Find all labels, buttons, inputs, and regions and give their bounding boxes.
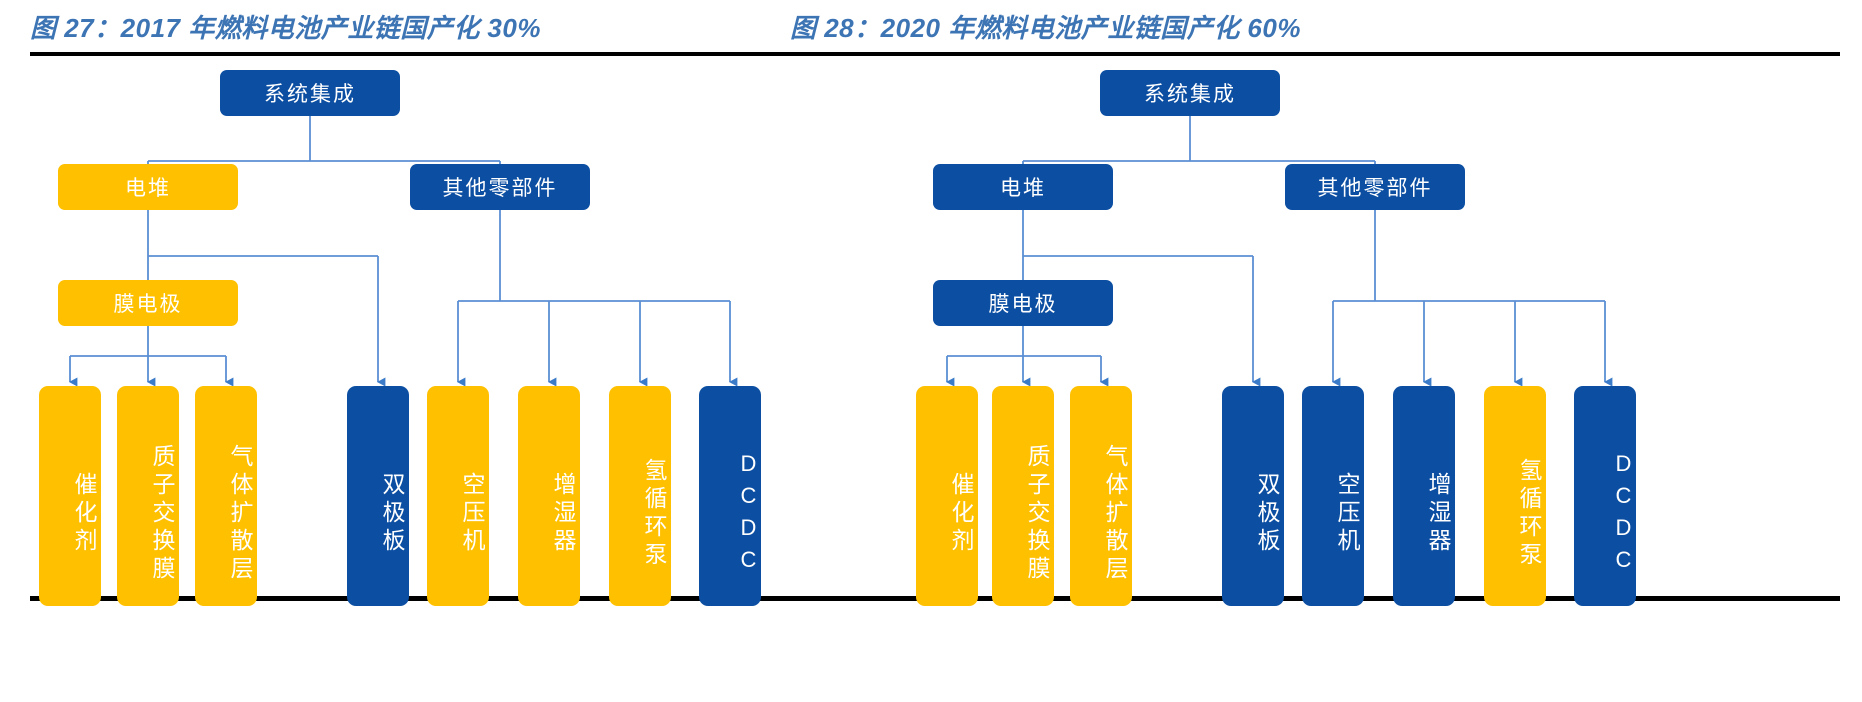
- leaf-hydrogen-circulation-pump[interactable]: 氢循环泵: [609, 386, 671, 606]
- leaf-air-compressor[interactable]: 空压机: [427, 386, 489, 606]
- node-system-integration[interactable]: 系统集成: [220, 70, 400, 116]
- leaf-bipolar-plate[interactable]: 双极板: [347, 386, 409, 606]
- figure-title-left: 图 27：2017 年燃料电池产业链国产化 30%: [30, 13, 541, 43]
- figure-title-right: 图 28：2020 年燃料电池产业链国产化 60%: [790, 13, 1301, 43]
- leaf-air-compressor[interactable]: 空压机: [1302, 386, 1364, 606]
- node-stack[interactable]: 电堆: [58, 164, 238, 210]
- flowchart-fig-27: 系统集成 电堆 其他零部件 膜电极 催化剂 质子交换膜 气体扩散层 双极板 空压…: [30, 56, 935, 606]
- leaf-proton-exchange-membrane[interactable]: 质子交换膜: [117, 386, 179, 606]
- leaf-humidifier[interactable]: 增湿器: [518, 386, 580, 606]
- leaf-hydrogen-circulation-pump[interactable]: 氢循环泵: [1484, 386, 1546, 606]
- leaf-bipolar-plate[interactable]: 双极板: [1222, 386, 1284, 606]
- leaf-humidifier[interactable]: 增湿器: [1393, 386, 1455, 606]
- node-system-integration[interactable]: 系统集成: [1100, 70, 1280, 116]
- leaf-proton-exchange-membrane[interactable]: 质子交换膜: [992, 386, 1054, 606]
- leaf-gas-diffusion-layer[interactable]: 气体扩散层: [195, 386, 257, 606]
- top-divider-rule: [30, 52, 1840, 56]
- flowchart-fig-28: 系统集成 电堆 其他零部件 膜电极 催化剂 质子交换膜 气体扩散层 双极板 空压…: [916, 56, 1840, 606]
- node-stack[interactable]: 电堆: [933, 164, 1113, 210]
- node-other-parts[interactable]: 其他零部件: [410, 164, 590, 210]
- leaf-gas-diffusion-layer[interactable]: 气体扩散层: [1070, 386, 1132, 606]
- leaf-catalyst[interactable]: 催化剂: [39, 386, 101, 606]
- node-mea[interactable]: 膜电极: [58, 280, 238, 326]
- node-other-parts[interactable]: 其他零部件: [1285, 164, 1465, 210]
- node-mea[interactable]: 膜电极: [933, 280, 1113, 326]
- leaf-catalyst[interactable]: 催化剂: [916, 386, 978, 606]
- leaf-dcdc[interactable]: DCDC: [699, 386, 761, 606]
- leaf-dcdc[interactable]: DCDC: [1574, 386, 1636, 606]
